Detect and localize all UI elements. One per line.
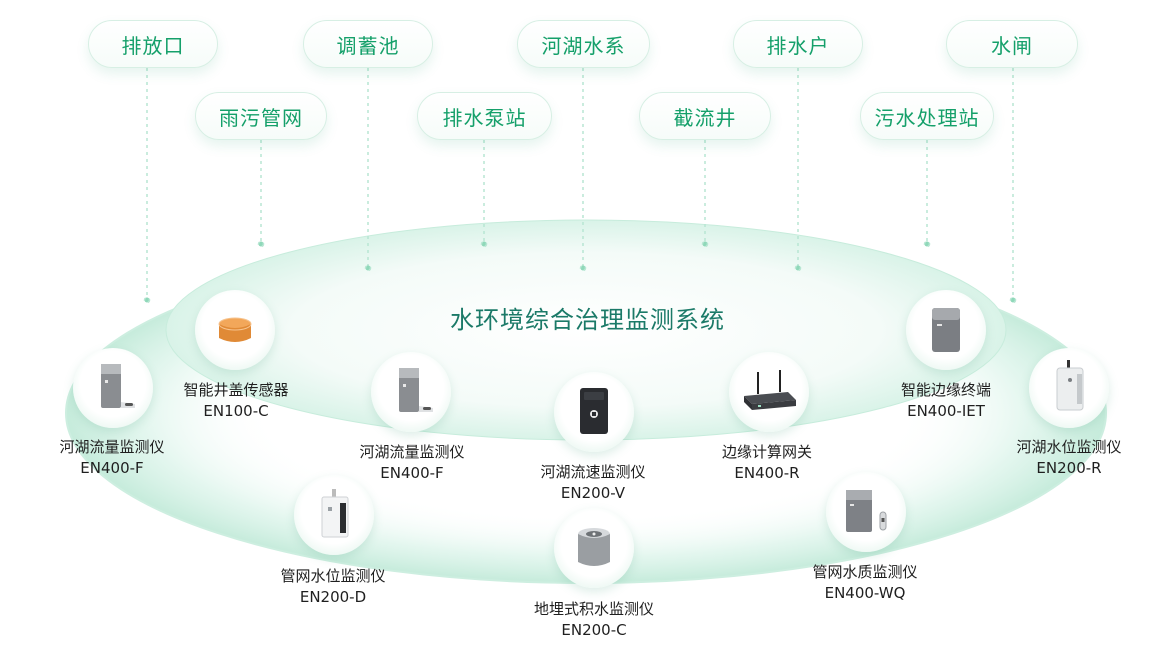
connector-dot [579,264,587,272]
scenario-pill-sewage-plant[interactable]: 污水处理站 [860,92,994,140]
scenario-pill-sluice[interactable]: 水闸 [946,20,1078,68]
edge-gateway-icon [744,370,796,410]
connector-dot [364,264,372,272]
device-model: EN200-R [1036,459,1102,477]
device-model: EN100-C [203,402,269,420]
device-card-flow-meter[interactable] [371,352,451,432]
water-quality-icon [846,490,887,532]
device-name: 智能边缘终端 [900,381,992,399]
device-name: 管网水位监测仪 [280,567,386,585]
device-model: EN400-F [80,459,144,477]
connector-dot [701,240,709,248]
connector-dot [1009,296,1017,304]
scenario-pill-interception-well[interactable]: 截流井 [639,92,771,140]
velocity-meter-icon [580,388,608,434]
manhole-sensor-icon [218,317,252,342]
scenario-pill-discharge-outlet[interactable]: 排放口 [88,20,218,68]
flow-meter-icon [101,364,135,408]
device-model: EN400-F [380,464,444,482]
device-label: 边缘计算网关 EN400-R [722,442,812,484]
device-label: 管网水位监测仪 EN200-D [280,566,385,608]
device-name: 管网水质监测仪 [812,563,918,581]
device-model: EN200-C [561,621,627,639]
device-label: 河湖流速监测仪 EN200-V [540,462,645,504]
scenario-pill-sewer-network[interactable]: 雨污管网 [195,92,327,140]
connector-dot [480,240,488,248]
connector-dot [923,240,931,248]
device-card-pipe-level[interactable] [294,475,374,555]
scenario-pill-river-lake[interactable]: 河湖水系 [517,20,650,68]
scenario-pill-drainage-user[interactable]: 排水户 [733,20,863,68]
device-name: 边缘计算网关 [721,443,813,461]
device-name: 河湖流速监测仪 [540,463,646,481]
device-label: 河湖流量监测仪 EN400-F [359,442,464,484]
radar-level-icon [1056,360,1084,411]
device-card-radar-level[interactable] [1029,348,1109,428]
connector-dot [143,296,151,304]
connector-dot [794,264,802,272]
device-name: 河湖流量监测仪 [359,443,465,461]
device-name: 智能井盖传感器 [183,381,289,399]
buried-water-icon [578,528,610,566]
device-name: 地埋式积水监测仪 [533,600,655,618]
device-model: EN400-IET [907,402,985,420]
device-model: EN400-R [734,464,800,482]
device-card-velocity-meter[interactable] [554,372,634,452]
device-label: 地埋式积水监测仪 EN200-C [534,599,654,641]
device-name: 河湖水位监测仪 [1016,438,1122,456]
connector-dot [257,240,265,248]
device-card-flow-meter[interactable] [73,348,153,428]
device-card-buried-water[interactable] [554,508,634,588]
scenario-pill-pump-station[interactable]: 排水泵站 [417,92,552,140]
device-model: EN200-V [560,484,626,502]
device-card-water-quality[interactable] [826,472,906,552]
device-label: 管网水质监测仪 EN400-WQ [812,562,917,604]
pipe-level-icon [321,489,349,538]
device-label: 智能边缘终端 EN400-IET [901,380,991,422]
device-model: EN400-WQ [824,584,906,602]
edge-terminal-icon [932,308,960,352]
flow-meter-icon [399,368,433,412]
device-card-edge-gateway[interactable] [729,352,809,432]
device-label: 河湖流量监测仪 EN400-F [59,437,164,479]
device-label: 河湖水位监测仪 EN200-R [1016,437,1121,479]
scenario-pill-storage-tank[interactable]: 调蓄池 [303,20,433,68]
device-name: 河湖流量监测仪 [59,438,165,456]
device-label: 智能井盖传感器 EN100-C [183,380,288,422]
device-model: EN200-D [299,588,367,606]
device-card-manhole-sensor[interactable] [195,290,275,370]
system-title: 水环境综合治理监测系统 [450,306,725,334]
device-card-edge-terminal[interactable] [906,290,986,370]
